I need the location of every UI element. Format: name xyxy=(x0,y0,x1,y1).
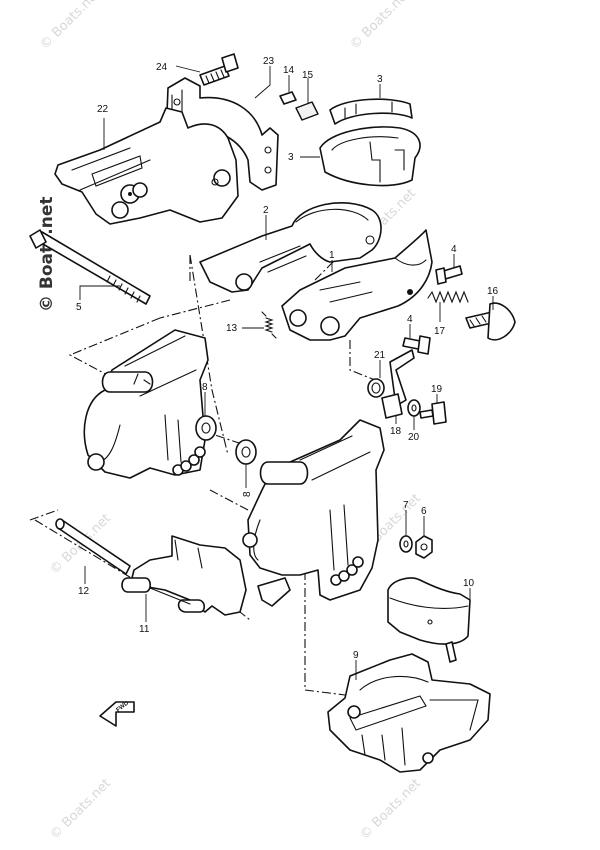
washer-part-7 xyxy=(399,535,413,553)
callout-2: 2 xyxy=(263,205,269,216)
callout-21: 21 xyxy=(374,350,386,361)
callout-19: 19 xyxy=(431,384,443,395)
tilt-lock-lever-part-21 xyxy=(367,349,415,407)
callout-5: 5 xyxy=(76,302,82,313)
spring-part-13 xyxy=(261,311,277,339)
callout-6: 6 xyxy=(421,506,427,517)
forward-direction-marker: FWD xyxy=(99,700,135,727)
lever-knob-part-16 xyxy=(465,302,516,341)
callout-17: 17 xyxy=(434,326,446,337)
forward-arrow-icon xyxy=(99,701,135,727)
spring-part-17 xyxy=(427,290,469,304)
callout-3-upper: 3 xyxy=(377,74,383,85)
bushing-part-3-lower xyxy=(319,126,421,187)
lower-bracket-part-9 xyxy=(327,653,491,773)
washer-part-8-lower xyxy=(235,439,257,465)
nut-part-6 xyxy=(415,535,433,559)
callout-13: 13 xyxy=(226,323,238,334)
callout-18: 18 xyxy=(390,426,402,437)
bushing-part-3-upper xyxy=(329,98,413,125)
liner-part-10 xyxy=(387,577,471,663)
callout-9: 9 xyxy=(353,650,359,661)
pad-part-14 xyxy=(279,91,297,105)
callout-20: 20 xyxy=(408,432,420,443)
callout-23: 23 xyxy=(263,56,275,67)
bolt-part-19 xyxy=(419,401,447,425)
callout-4-upper: 4 xyxy=(451,244,457,255)
washer-part-20 xyxy=(407,399,421,417)
bolt-part-4-upper xyxy=(435,265,463,285)
callout-16: 16 xyxy=(487,286,499,297)
leader-lines xyxy=(79,65,494,680)
swivel-arm-part-22 xyxy=(54,107,239,225)
callout-22: 22 xyxy=(97,104,109,115)
callout-14: 14 xyxy=(283,65,295,76)
collar-part-18 xyxy=(381,393,403,419)
callout-12: 12 xyxy=(78,586,90,597)
callout-11: 11 xyxy=(139,624,150,635)
callout-10: 10 xyxy=(463,578,475,589)
watermark: © Boats.net xyxy=(357,776,424,843)
bolt-part-24 xyxy=(199,53,239,86)
callout-labels: 24 23 14 15 3 3 22 2 1 4 16 5 13 4 17 21… xyxy=(76,56,499,661)
callout-3-lower: 3 xyxy=(288,152,294,163)
bracket-plate-part-11 xyxy=(121,535,247,616)
stern-bracket-right xyxy=(242,419,385,607)
watermark-prominent: © Boats.net xyxy=(37,197,57,313)
callout-24: 24 xyxy=(156,62,168,73)
washer-part-8-upper xyxy=(195,415,217,441)
bolt-part-4-lower xyxy=(402,335,431,355)
callout-15: 15 xyxy=(302,70,314,81)
callout-7: 7 xyxy=(403,500,409,511)
watermark: © Boats.net xyxy=(47,776,114,843)
watermark: © Boats.net xyxy=(347,0,414,53)
callout-8-upper: 8 xyxy=(202,382,208,393)
stern-bracket-left xyxy=(83,329,209,479)
clamp-ring-part-2 xyxy=(199,202,382,293)
swivel-bracket-part-1 xyxy=(281,229,433,341)
callout-4-lower: 4 xyxy=(407,314,413,325)
long-bolt-part-5 xyxy=(29,229,151,305)
pad-part-15 xyxy=(295,101,319,121)
callout-8-lower: 8 xyxy=(242,491,253,497)
watermark: © Boats.net xyxy=(37,0,104,53)
pin-part-12 xyxy=(55,518,131,575)
callout-1: 1 xyxy=(329,250,335,261)
